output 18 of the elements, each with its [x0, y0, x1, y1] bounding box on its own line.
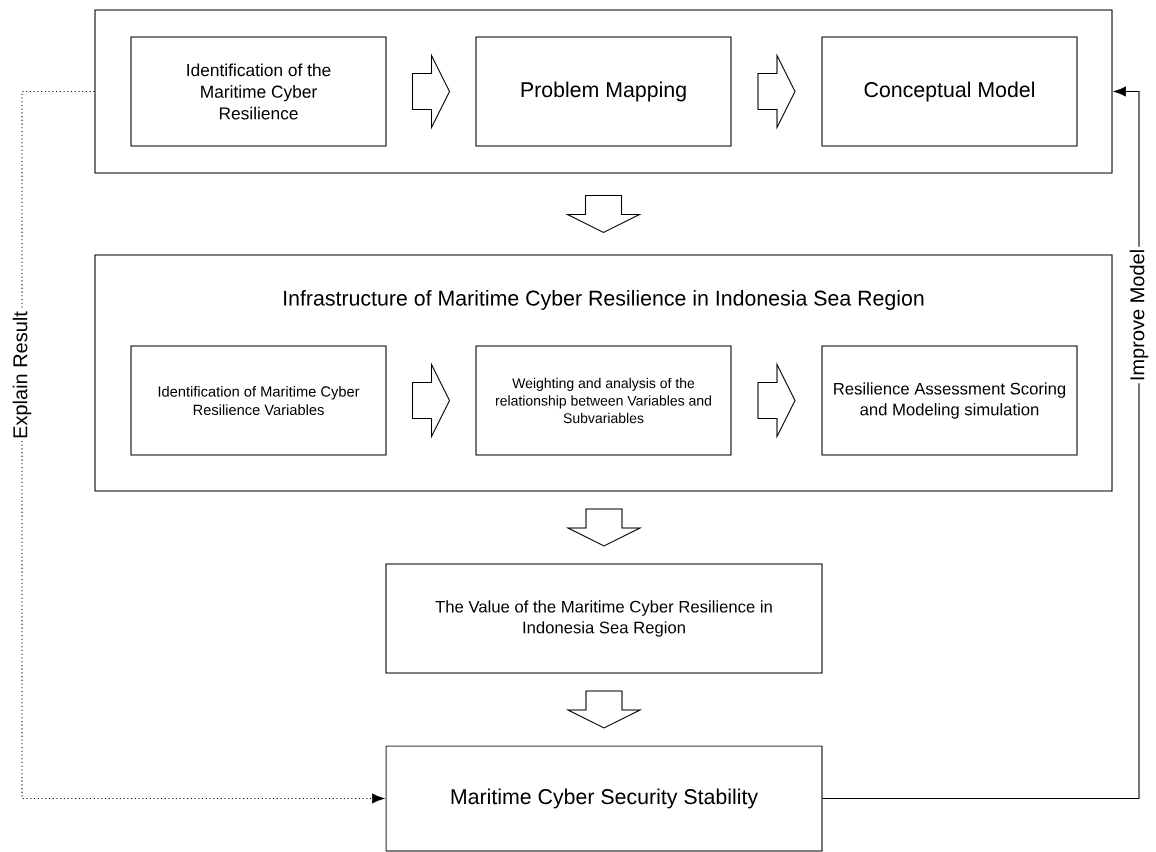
process-box: Resilience Assessment Scoring and Modeling simulation: [821, 345, 1078, 456]
block-arrow: [411, 53, 451, 130]
process-box: The Value of the Maritime Cyber Resilience in Indonesia Sea Region: [385, 563, 823, 674]
block-arrow: [565, 508, 643, 547]
block-arrow: [411, 362, 451, 439]
block-arrow: [757, 362, 796, 439]
process-box: Identification of Maritime Cyber Resilience Variables: [130, 345, 387, 456]
block-arrow: [565, 690, 643, 729]
block-arrow: [565, 194, 642, 234]
connector-arrow: [21, 90, 384, 804]
edge-label: Improve Model: [1127, 246, 1151, 384]
block-arrow: [757, 53, 796, 130]
process-box: Maritime Cyber Security Stability: [385, 745, 823, 852]
edge-label: Explain Result: [10, 309, 34, 441]
process-box: Conceptual Model: [821, 36, 1078, 147]
process-box: Weighting and analysis of the relationship between Variables and Subvariables: [475, 345, 732, 456]
process-box: Problem Mapping: [475, 36, 732, 147]
process-box: Identification of the Maritime Cyber Resilience: [130, 36, 387, 147]
